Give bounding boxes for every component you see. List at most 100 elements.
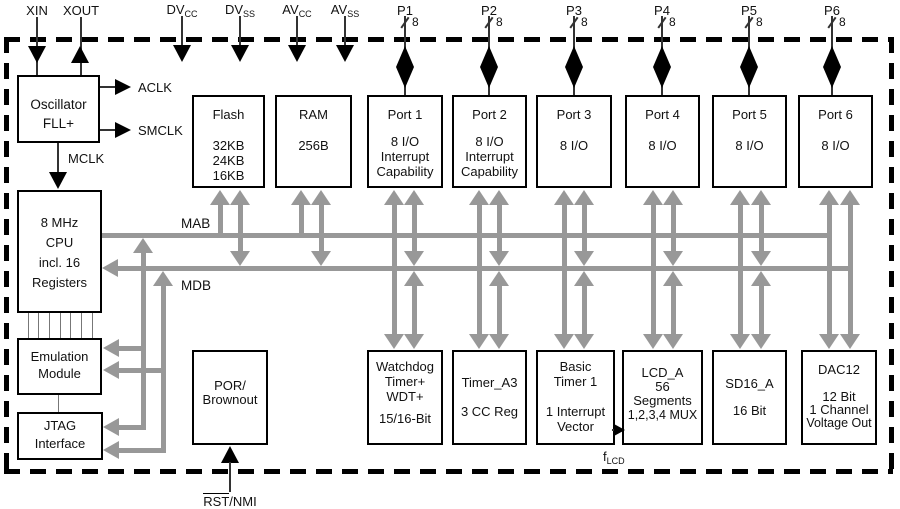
lcd-a-block: LCD_A 56 Segments 1,2,3,4 MUX [622, 350, 703, 445]
col3-right-mdb-down-icon [574, 251, 594, 266]
ram-title: RAM [299, 107, 328, 122]
basic-timer-detail1: 1 Interrupt [545, 404, 606, 419]
col4-right-mdb-down-icon [663, 251, 683, 266]
p1-arrow-down-icon [396, 67, 414, 88]
flash-block: Flash 32KB 24KB 16KB [192, 95, 265, 188]
col6-right-up-icon [840, 190, 860, 205]
flcd-label: fLCD [603, 449, 625, 466]
col2-right-line-b [497, 284, 502, 336]
p5-arrow-down-icon [740, 67, 758, 88]
cpu-line2: CPU [45, 235, 74, 250]
col3-right-line-b [582, 284, 587, 336]
ram-block: RAM 256B [275, 95, 352, 188]
xout-arrow-icon [71, 46, 89, 63]
p2-arrow-down-icon [480, 67, 498, 88]
port4-block: Port 4 8 I/O [625, 95, 700, 188]
port2-block: Port 2 8 I/O Interrupt Capability [452, 95, 527, 188]
col3-left-line [562, 203, 567, 336]
por-block: POR/ Brownout [192, 350, 268, 445]
col1-left-down-icon [384, 334, 404, 349]
mclk-label: MCLK [68, 151, 105, 166]
sd16-detail: 16 Bit [732, 403, 767, 418]
col5-left-down-icon [730, 334, 750, 349]
cpu-line3: incl. 16 [38, 255, 81, 270]
pin-p3-label: P3 [566, 3, 582, 18]
emulation-bus-line [141, 251, 146, 430]
col3-right-down-icon [574, 334, 594, 349]
port6-title: Port 6 [818, 107, 853, 122]
col1-left-line [392, 203, 397, 336]
p6-arrow-up-icon [823, 46, 841, 67]
jtag-arrow1-icon [103, 418, 119, 436]
p5-bus-width: 8 [756, 15, 763, 29]
avcc-arrow-icon [288, 45, 306, 62]
ram-size: 256B [298, 138, 329, 153]
col4-right-down-icon [663, 334, 683, 349]
dac12-detail3: Voltage Out [806, 415, 872, 430]
p5-arrow-up-icon [740, 46, 758, 67]
col1-right-mdb-up-icon [404, 271, 424, 286]
emulation-stub1 [119, 346, 146, 351]
col6-left-up-icon [819, 190, 839, 205]
pin-p1-label: P1 [397, 3, 413, 18]
cpu-line1: 8 MHz [40, 215, 79, 230]
p6-bus-width: 8 [839, 15, 846, 29]
watchdog-line2: Timer+ [384, 374, 426, 389]
sd16-block: SD16_A 16 Bit [712, 350, 787, 445]
mclk-line [57, 143, 59, 173]
timer-a3-detail: 3 CC Reg [460, 404, 519, 419]
p1-arrow-up-icon [396, 46, 414, 67]
lcd-a-line3: Segments [633, 393, 692, 408]
emulation-block: Emulation Module [17, 338, 102, 395]
emulation-arrow1-icon [103, 339, 119, 357]
p6-arrow-down-icon [823, 67, 841, 88]
mab-label: MAB [181, 216, 211, 231]
dac12-detail1: 12 Bit [822, 388, 856, 404]
col2-right-mdb-down-icon [489, 251, 509, 266]
emulation-arrow2-icon [103, 361, 119, 379]
pin-xin-label: XIN [26, 3, 48, 18]
col1-left-up-icon [384, 190, 404, 205]
port6-block: Port 6 8 I/O [798, 95, 873, 188]
col6-right-line [848, 203, 853, 336]
col5-right-mdb-down-icon [751, 251, 771, 266]
aclk-label: ACLK [138, 80, 172, 95]
flash-arrow-icon [210, 190, 230, 205]
pin-p4-label: P4 [654, 3, 670, 18]
mab-bus [102, 233, 832, 238]
pin-p5-label: P5 [741, 3, 757, 18]
port2-title: Port 2 [472, 107, 507, 122]
watchdog-line1: Watchdog [375, 359, 435, 374]
cpu-emulation-link [38, 313, 39, 338]
flash-mdb-line [238, 203, 243, 253]
col2-right-up-icon [489, 190, 509, 205]
por-line1: POR/ [214, 378, 246, 393]
port3-title: Port 3 [556, 107, 592, 122]
col2-left-down-icon [469, 334, 489, 349]
port4-line1: 8 I/O [648, 138, 677, 153]
ram-mdb-line [319, 203, 324, 253]
flash-size1: 32KB [212, 138, 245, 153]
col5-right-mdb-up-icon [751, 271, 771, 286]
emulation-line1: Emulation [30, 349, 89, 364]
col2-left-up-icon [469, 190, 489, 205]
col1-right-line-a [412, 203, 417, 253]
port1-line2: Interrupt [380, 149, 430, 164]
jtag-stub2 [119, 448, 166, 453]
p2-bus-width: 8 [496, 15, 503, 29]
jtag-arrow2-icon [103, 441, 119, 459]
emulation-line2: Module [38, 366, 81, 381]
oscillator-line1: Oscillator [30, 97, 87, 112]
port2-line1: 8 I/O [475, 134, 504, 149]
aclk-arrow-icon [115, 79, 131, 95]
p4-bus-width: 8 [669, 15, 676, 29]
pin-avss-label: AVSS [330, 2, 360, 19]
p4-arrow-down-icon [653, 67, 671, 88]
pin-p6-label: P6 [824, 3, 840, 18]
boundary-top [4, 37, 893, 42]
col1-right-up-icon [404, 190, 424, 205]
pin-p2-label: P2 [481, 3, 497, 18]
port3-block: Port 3 8 I/O [536, 95, 612, 188]
col2-right-mdb-up-icon [489, 271, 509, 286]
basic-timer-block: Basic Timer 1 1 Interrupt Vector [536, 350, 615, 445]
